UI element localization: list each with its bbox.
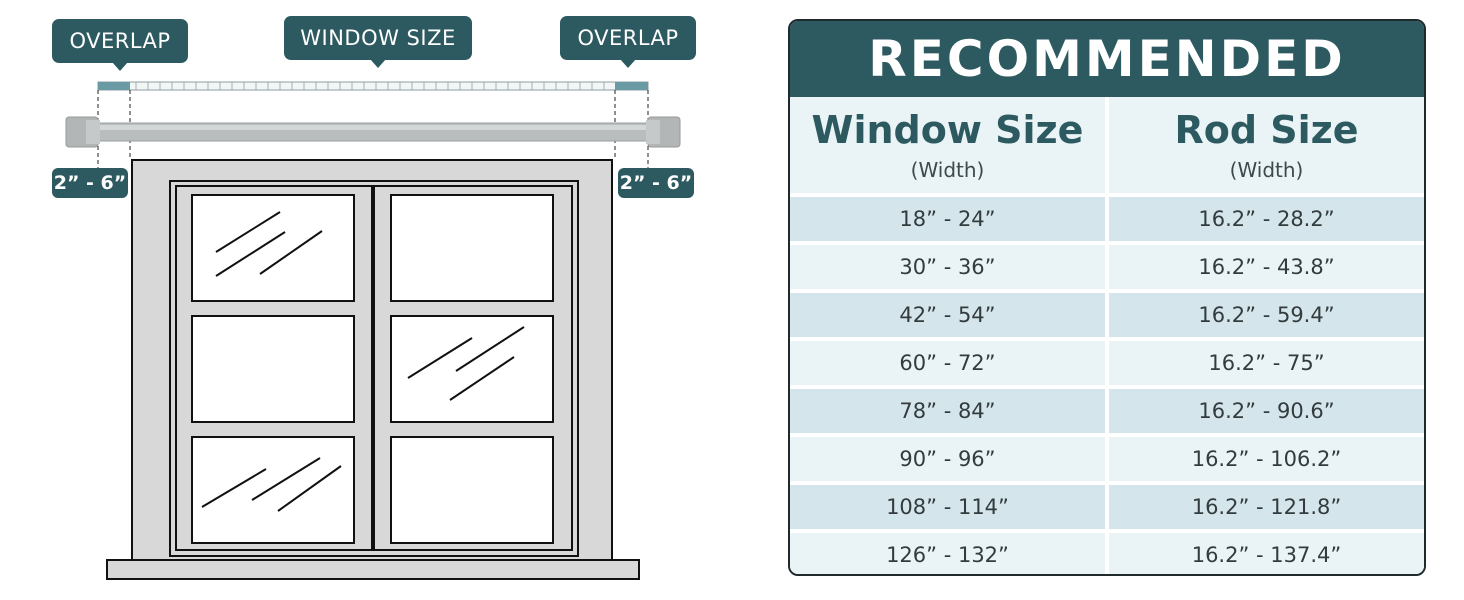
table-row: 18” - 24” 16.2” - 28.2” xyxy=(790,193,1424,241)
measurement-bar xyxy=(97,81,649,91)
table-row: 108” - 114” 16.2” - 121.8” xyxy=(790,481,1424,529)
rod-size-cell: 16.2” - 121.8” xyxy=(1105,485,1424,529)
window-size-cell: 108” - 114” xyxy=(790,485,1105,529)
rod-size-cell: 16.2” - 90.6” xyxy=(1105,389,1424,433)
window-size-cell: 78” - 84” xyxy=(790,389,1105,433)
overlap-left-label: OVERLAP xyxy=(52,19,188,71)
header-window-size: Window Size (Width) xyxy=(790,97,1105,193)
window-size-cell: 60” - 72” xyxy=(790,341,1105,385)
table-title: RECOMMENDED xyxy=(790,21,1424,97)
overlap-right-label: OVERLAP xyxy=(560,16,696,68)
rod-size-cell: 16.2” - 106.2” xyxy=(1105,437,1424,481)
window-size-cell: 18” - 24” xyxy=(790,197,1105,241)
window-size-cell: 90” - 96” xyxy=(790,437,1105,481)
table-row: 60” - 72” 16.2” - 75” xyxy=(790,337,1424,385)
recommended-size-table: RECOMMENDED Window Size (Width) Rod Size… xyxy=(788,19,1426,576)
measure-right-label: 2” - 6” xyxy=(618,168,694,198)
window-size-cell: 42” - 54” xyxy=(790,293,1105,337)
rod-size-cell: 16.2” - 43.8” xyxy=(1105,245,1424,289)
measure-left-label: 2” - 6” xyxy=(52,168,128,198)
header-rod-size: Rod Size (Width) xyxy=(1105,97,1424,193)
table-row: 42” - 54” 16.2” - 59.4” xyxy=(790,289,1424,337)
header-rod-size-subtitle: (Width) xyxy=(1229,158,1304,182)
header-window-size-title: Window Size xyxy=(811,108,1084,152)
rod-size-cell: 16.2” - 28.2” xyxy=(1105,197,1424,241)
table-header: Window Size (Width) Rod Size (Width) xyxy=(790,97,1424,193)
rod-size-cell: 16.2” - 137.4” xyxy=(1105,533,1424,574)
window-frame xyxy=(106,159,640,580)
table-row: 90” - 96” 16.2” - 106.2” xyxy=(790,433,1424,481)
window-size-label: WINDOW SIZE xyxy=(284,16,472,68)
rod-size-cell: 16.2” - 59.4” xyxy=(1105,293,1424,337)
header-window-size-subtitle: (Width) xyxy=(910,158,985,182)
curtain-rod xyxy=(65,116,681,148)
header-rod-size-title: Rod Size xyxy=(1174,108,1359,152)
window-illustration xyxy=(65,81,681,580)
glass-reflections xyxy=(201,211,525,512)
table-row: 126” - 132” 16.2” - 137.4” xyxy=(790,529,1424,574)
table-row: 30” - 36” 16.2” - 43.8” xyxy=(790,241,1424,289)
rod-size-cell: 16.2” - 75” xyxy=(1105,341,1424,385)
table-row: 78” - 84” 16.2” - 90.6” xyxy=(790,385,1424,433)
curtain-rod-diagram: OVERLAP WINDOW SIZE OVERLAP xyxy=(52,16,696,580)
window-size-cell: 126” - 132” xyxy=(790,533,1105,574)
window-size-cell: 30” - 36” xyxy=(790,245,1105,289)
